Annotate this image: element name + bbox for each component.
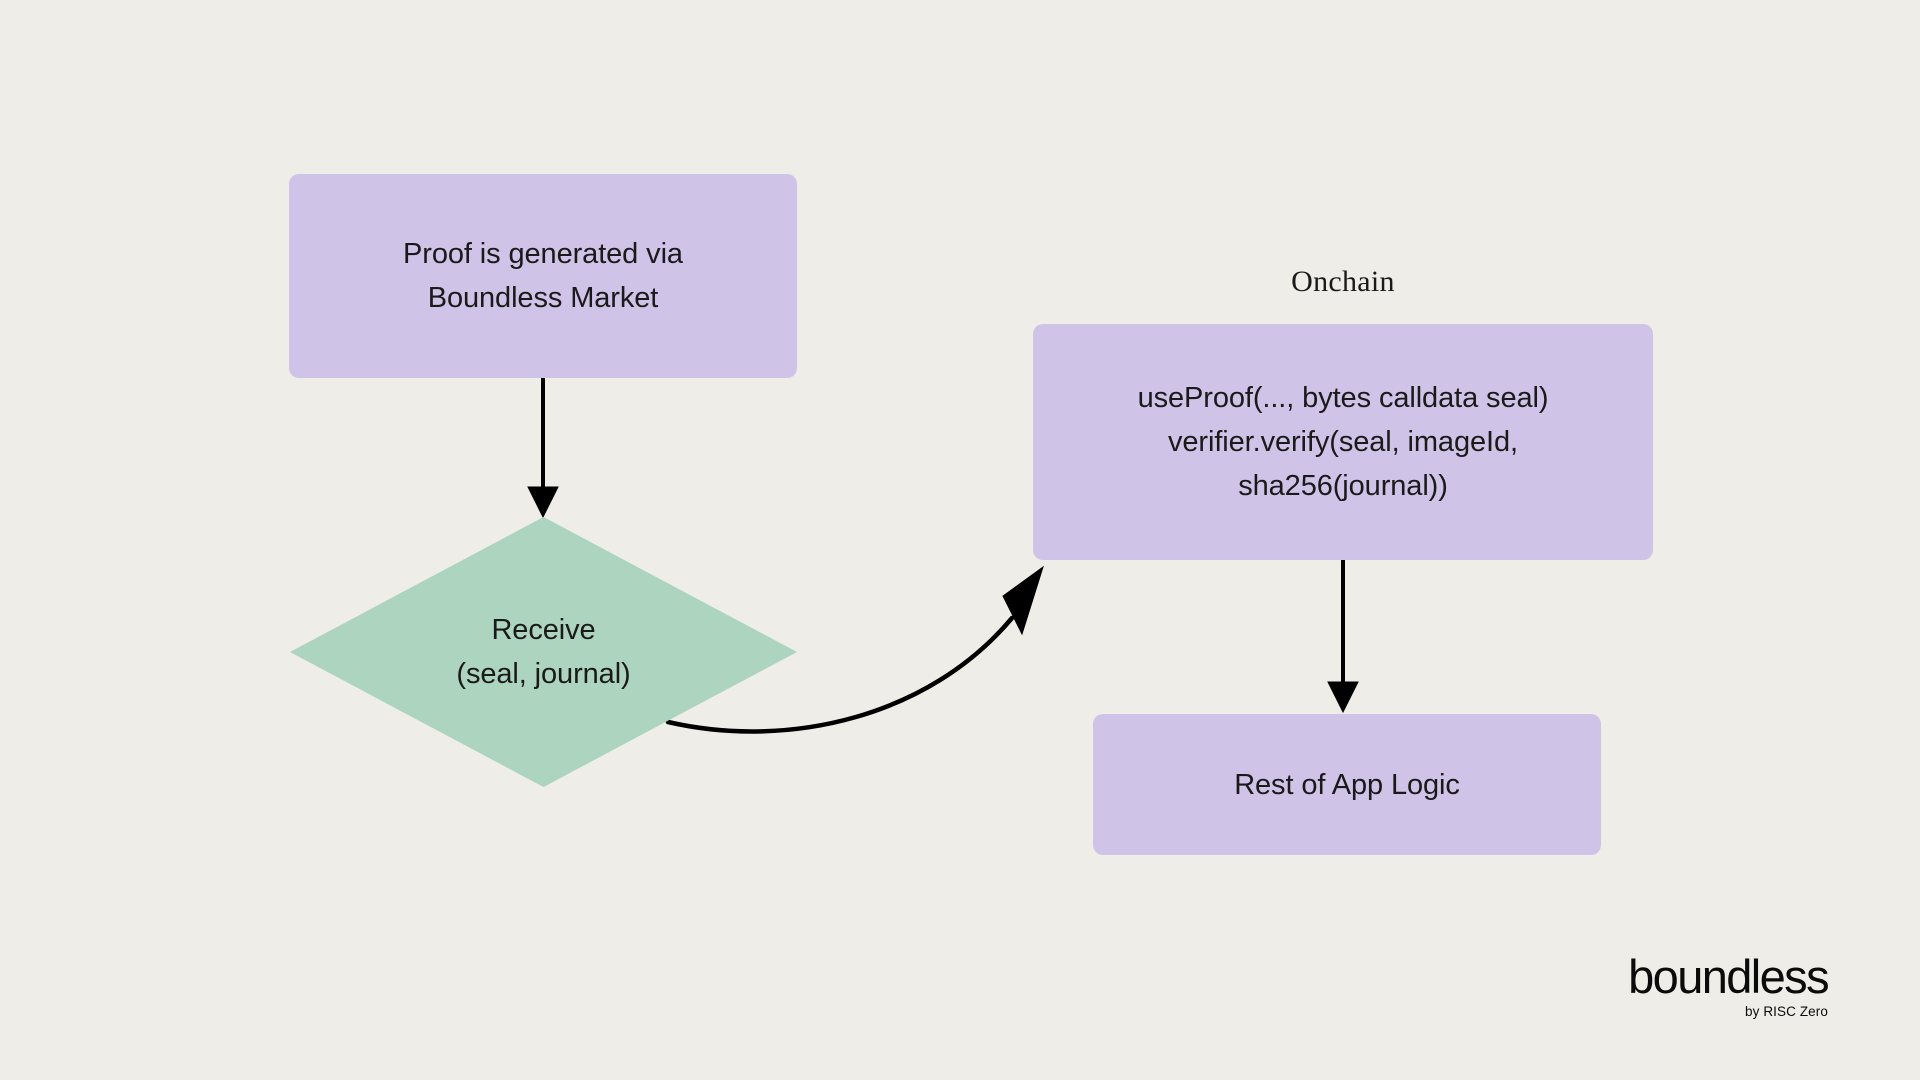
node-rest-app-logic: Rest of App Logic [1093, 714, 1601, 855]
node-receive: Receive (seal, journal) [290, 517, 797, 787]
group-label-onchain: Onchain [1291, 265, 1395, 298]
node-use-proof: useProof(..., bytes calldata seal) verif… [1033, 324, 1653, 560]
node-proof-generated: Proof is generated via Boundless Market [289, 174, 797, 378]
edge-proof-to-receive [527, 378, 559, 519]
node-use-proof-label: useProof(..., bytes calldata seal) verif… [1137, 382, 1549, 502]
brand-tagline: by RISC Zero [1745, 1004, 1828, 1019]
node-receive-label: Receive (seal, journal) [456, 614, 631, 690]
node-rest-app-logic-label: Rest of App Logic [1234, 768, 1460, 801]
brand-wordmark: boundless [1628, 950, 1829, 1003]
edge-useproof-to-restapp [1327, 560, 1359, 714]
brand-logo: boundless by RISC Zero [1612, 950, 1829, 1021]
node-proof-generated-label: Proof is generated via Boundless Market [403, 238, 683, 314]
